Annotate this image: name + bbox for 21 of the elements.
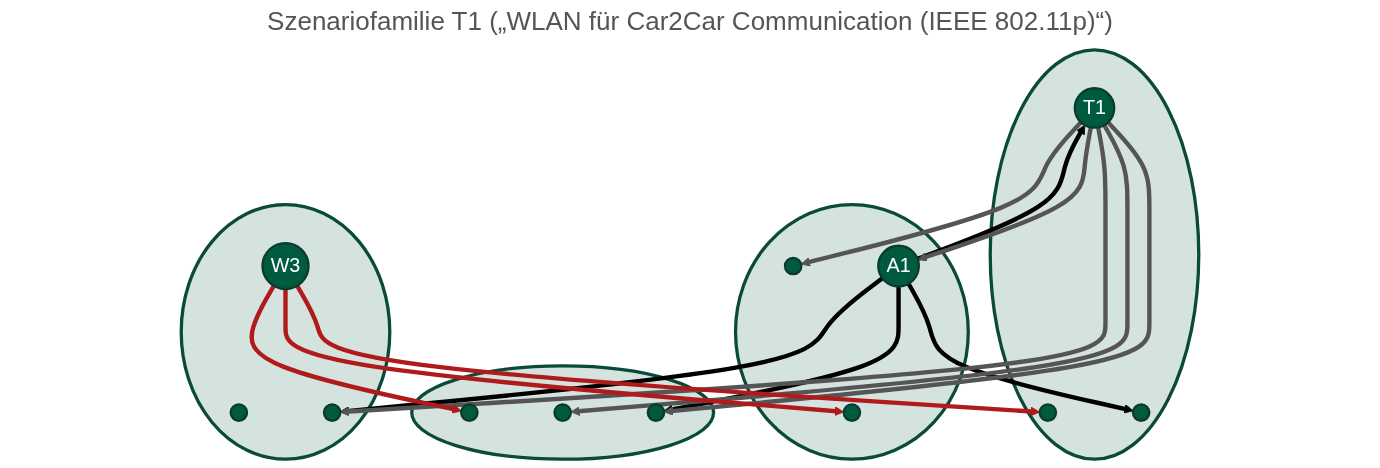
node-circle bbox=[842, 403, 862, 422]
arrow bbox=[283, 289, 845, 416]
node-circle: W3 bbox=[261, 241, 310, 291]
diagram-title: Szenariofamilie T1 („WLAN für Car2Car Communication (IEEE 802.11p)“) bbox=[267, 6, 1113, 37]
arrow bbox=[295, 284, 1041, 417]
node-circle bbox=[322, 403, 342, 422]
node-circle bbox=[783, 256, 803, 276]
arrow bbox=[570, 124, 1130, 416]
node-circle: T1 bbox=[1073, 87, 1116, 129]
node-circle bbox=[229, 403, 249, 422]
arrow bbox=[339, 127, 1108, 417]
node-circle bbox=[1131, 403, 1151, 422]
node-circle bbox=[553, 403, 572, 422]
node-circle: A1 bbox=[877, 244, 920, 288]
arrow bbox=[249, 284, 462, 414]
node-circle bbox=[460, 403, 479, 422]
node-circle bbox=[1038, 403, 1058, 422]
arrow bbox=[800, 120, 1083, 267]
arrow bbox=[663, 120, 1152, 416]
arrow bbox=[906, 282, 1134, 414]
node-circle bbox=[646, 403, 666, 422]
